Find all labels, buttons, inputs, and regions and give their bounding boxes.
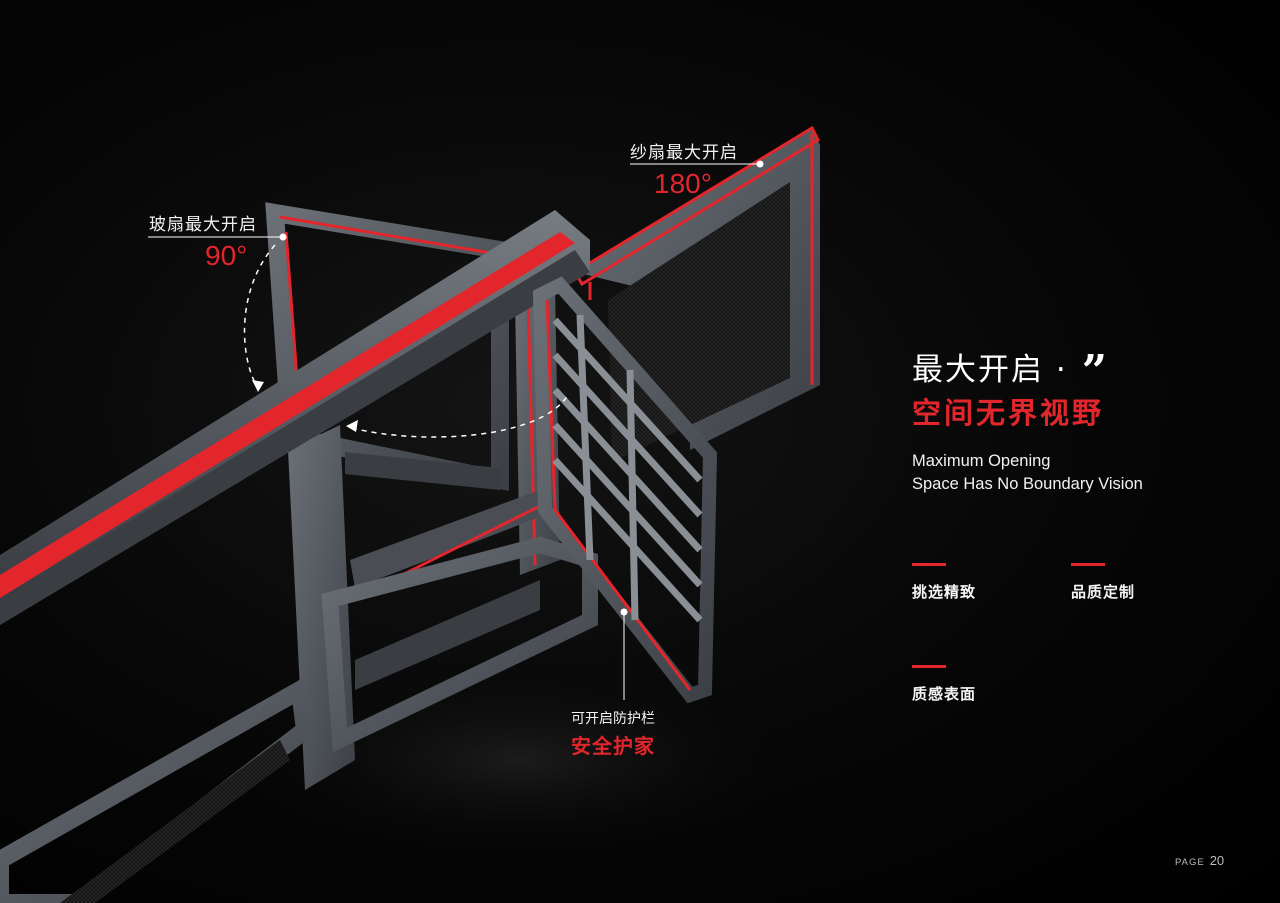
glass-sash-degree-wrap: 90°	[205, 240, 247, 272]
feature-item: 质感表面	[912, 665, 976, 704]
feature-accent-bar	[912, 665, 946, 668]
english-subtitle-line2: Space Has No Boundary Vision	[912, 475, 1143, 493]
heading-line1-text: 最大开启 ·	[912, 352, 1068, 388]
page-label: PAGE	[1175, 857, 1205, 868]
feature-accent-bar	[912, 563, 946, 566]
feature-text: 品质定制	[1071, 583, 1136, 601]
top-rail	[0, 210, 590, 625]
feature-text: 挑选精致	[912, 583, 977, 601]
feature-item: 挑选精致	[912, 563, 976, 602]
english-subtitle: Maximum Opening Space Has No Boundary Vi…	[912, 450, 1143, 496]
guardrail-panel	[532, 276, 718, 704]
guardrail-slogan: 安全护家	[571, 734, 655, 758]
screen-callout-dot	[756, 160, 764, 168]
screen-sash-degree: 180°	[654, 168, 712, 199]
feature-accent-bar	[1071, 563, 1105, 566]
floor-reflection	[200, 650, 840, 870]
feature-text: 质感表面	[912, 685, 977, 703]
screen-sash-degree-wrap: 180°	[654, 168, 712, 200]
heading-line1: 最大开启 · ”	[912, 344, 1110, 397]
guardrail-callout: 可开启防护栏 安全护家	[571, 708, 655, 759]
english-subtitle-line1: Maximum Opening	[912, 452, 1051, 470]
glass-sash-arc-horizontal	[351, 394, 569, 438]
screen-sash-label: 纱扇最大开启	[630, 143, 738, 163]
screen-sash-callout: 纱扇最大开启	[630, 138, 738, 163]
guardrail-label: 可开启防护栏	[571, 711, 655, 727]
glass-sash-arc-vertical	[243, 244, 276, 389]
heading-line2: 空间无界视野	[912, 396, 1105, 430]
glass-sash-callout: 玻扇最大开启	[149, 210, 257, 235]
quote-mark-icon: ”	[1081, 346, 1110, 397]
page-number: PAGE 20	[1175, 852, 1224, 870]
glass-callout-dot	[279, 233, 287, 241]
guardrail-callout-dot	[620, 608, 628, 616]
page-number-value: 20	[1209, 853, 1225, 868]
glass-sash-degree: 90°	[205, 240, 248, 271]
glass-sash-label: 玻扇最大开启	[149, 215, 257, 235]
feature-item: 品质定制	[1071, 563, 1135, 602]
